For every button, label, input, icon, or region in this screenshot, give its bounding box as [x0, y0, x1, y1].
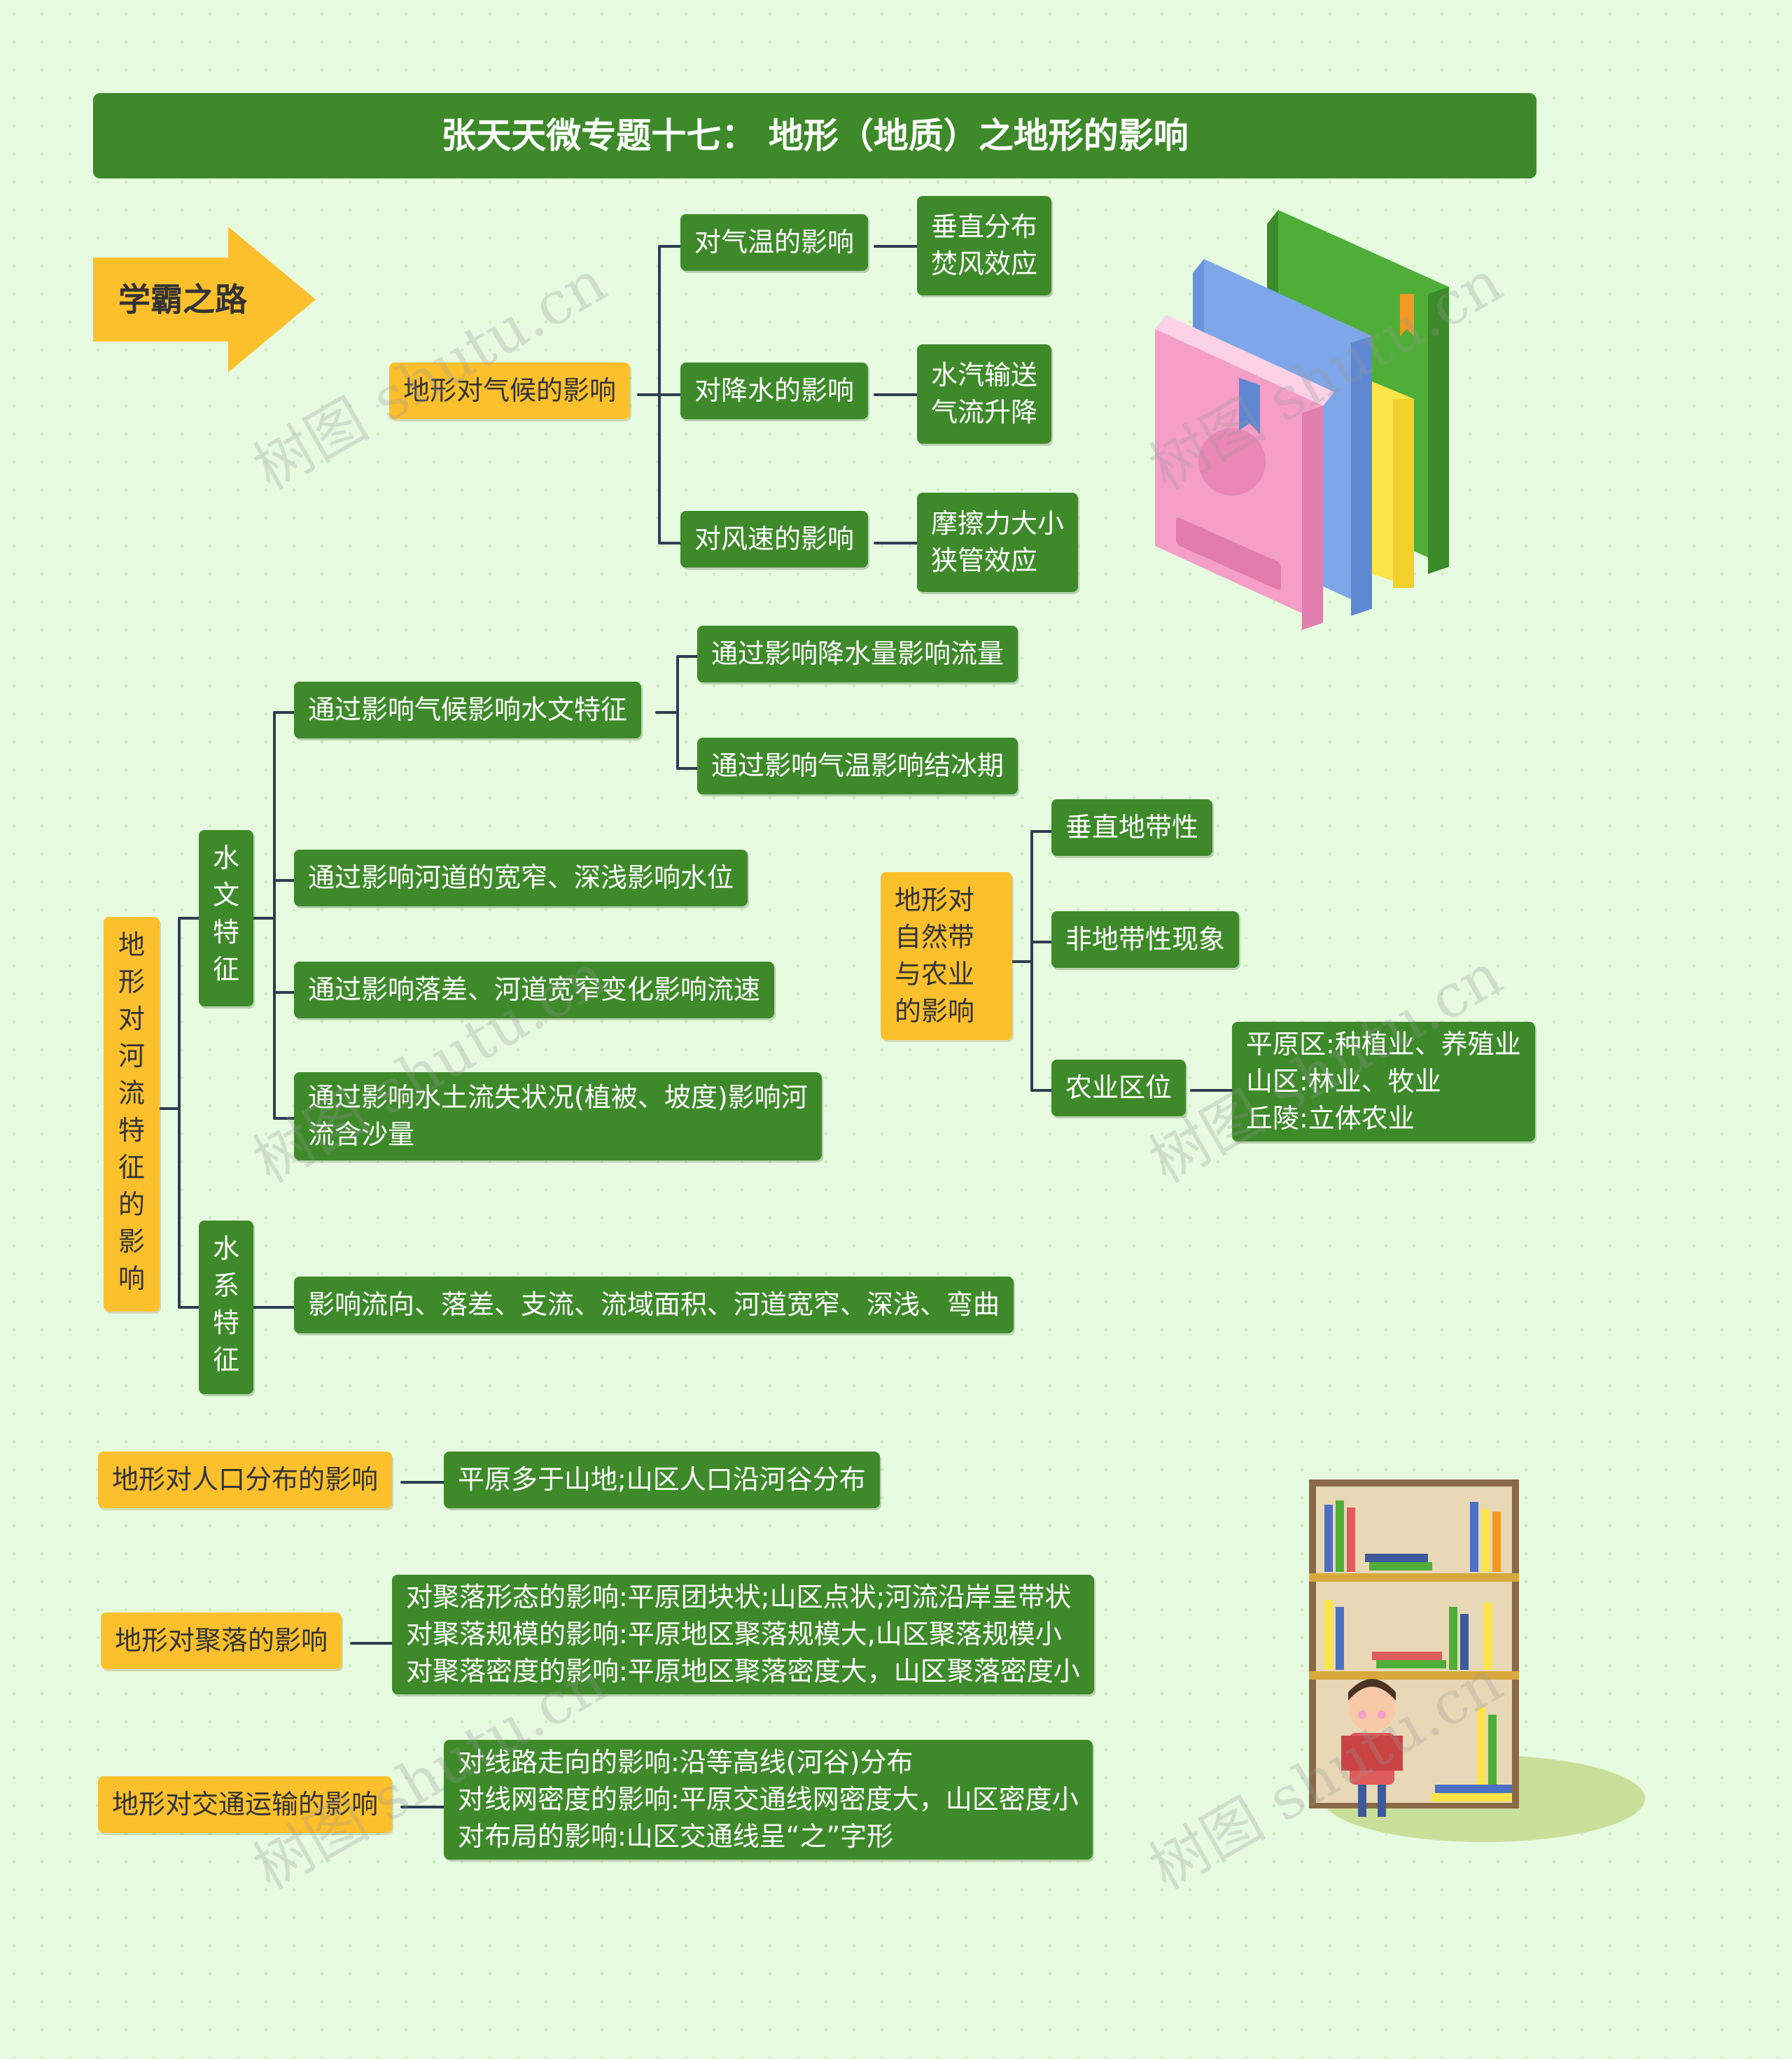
climate-root: 地形对气候的影响 [389, 363, 631, 419]
natural-item-vertical: 垂直地带性 [1051, 799, 1213, 856]
transport-details: 对线路走向的影响:沿等高线(河谷)分布 对线网密度的影响:平原交通线网密度大，山… [444, 1740, 1093, 1860]
natural-zone-root: 地形对 自然带 与农业 的影响 [881, 872, 1012, 1040]
climate-item-wind: 对风速的影响 [680, 511, 869, 568]
bookshelf-illustration [1309, 1480, 1645, 1842]
agri-location: 农业区位 [1051, 1060, 1186, 1116]
climate-item-temperature: 对气温的影响 [680, 214, 869, 271]
settlement-details: 对聚落形态的影响:平原团块状;山区点状;河流沿岸呈带状 对聚落规模的影响:平原地… [392, 1575, 1094, 1694]
system-label: 水系特征 [199, 1221, 253, 1394]
climate-detail-wind: 摩擦力大小 狭管效应 [917, 493, 1079, 592]
hydro-item-water-level: 通过影响河道的宽窄、深浅影响水位 [294, 850, 748, 906]
hydro-item-flow-speed: 通过影响落差、河道宽窄变化影响流速 [294, 962, 775, 1018]
hydro-sub-flow: 通过影响降水量影响流量 [697, 626, 1018, 682]
page-title: 张天天微专题十七： 地形（地质）之地形的影响 [93, 93, 1536, 178]
population-detail: 平原多于山地;山区人口沿河谷分布 [444, 1452, 880, 1508]
badge-label: 学霸之路 [118, 281, 247, 318]
arrow-badge: 学霸之路 [93, 227, 316, 372]
climate-detail-temperature: 垂直分布 焚风效应 [917, 196, 1052, 295]
hydro-sub-freeze: 通过影响气温影响结冰期 [697, 738, 1018, 794]
hydro-item-sediment: 通过影响水土流失状况(植被、坡度)影响河 流含沙量 [294, 1072, 822, 1160]
system-item: 影响流向、落差、支流、流域面积、河道宽窄、深浅、弯曲 [294, 1277, 1014, 1333]
climate-detail-precipitation: 水汽输送 气流升降 [917, 344, 1052, 444]
settlement-root: 地形对聚落的影响 [101, 1612, 342, 1669]
population-root: 地形对人口分布的影响 [98, 1452, 393, 1508]
hydro-climate-path: 通过影响气候影响水文特征 [294, 682, 642, 738]
climate-item-precipitation: 对降水的影响 [680, 363, 869, 419]
transport-root: 地形对交通运输的影响 [98, 1776, 393, 1833]
books-illustration [1155, 210, 1449, 630]
natural-item-azonal: 非地带性现象 [1051, 911, 1240, 968]
arrow-icon [93, 227, 316, 372]
river-root: 地形对河流特征的影响 [104, 917, 160, 1312]
hydro-label: 水文特征 [199, 830, 253, 1006]
agri-details: 平原区:种植业、养殖业 山区:林业、牧业 丘陵:立体农业 [1232, 1022, 1535, 1141]
